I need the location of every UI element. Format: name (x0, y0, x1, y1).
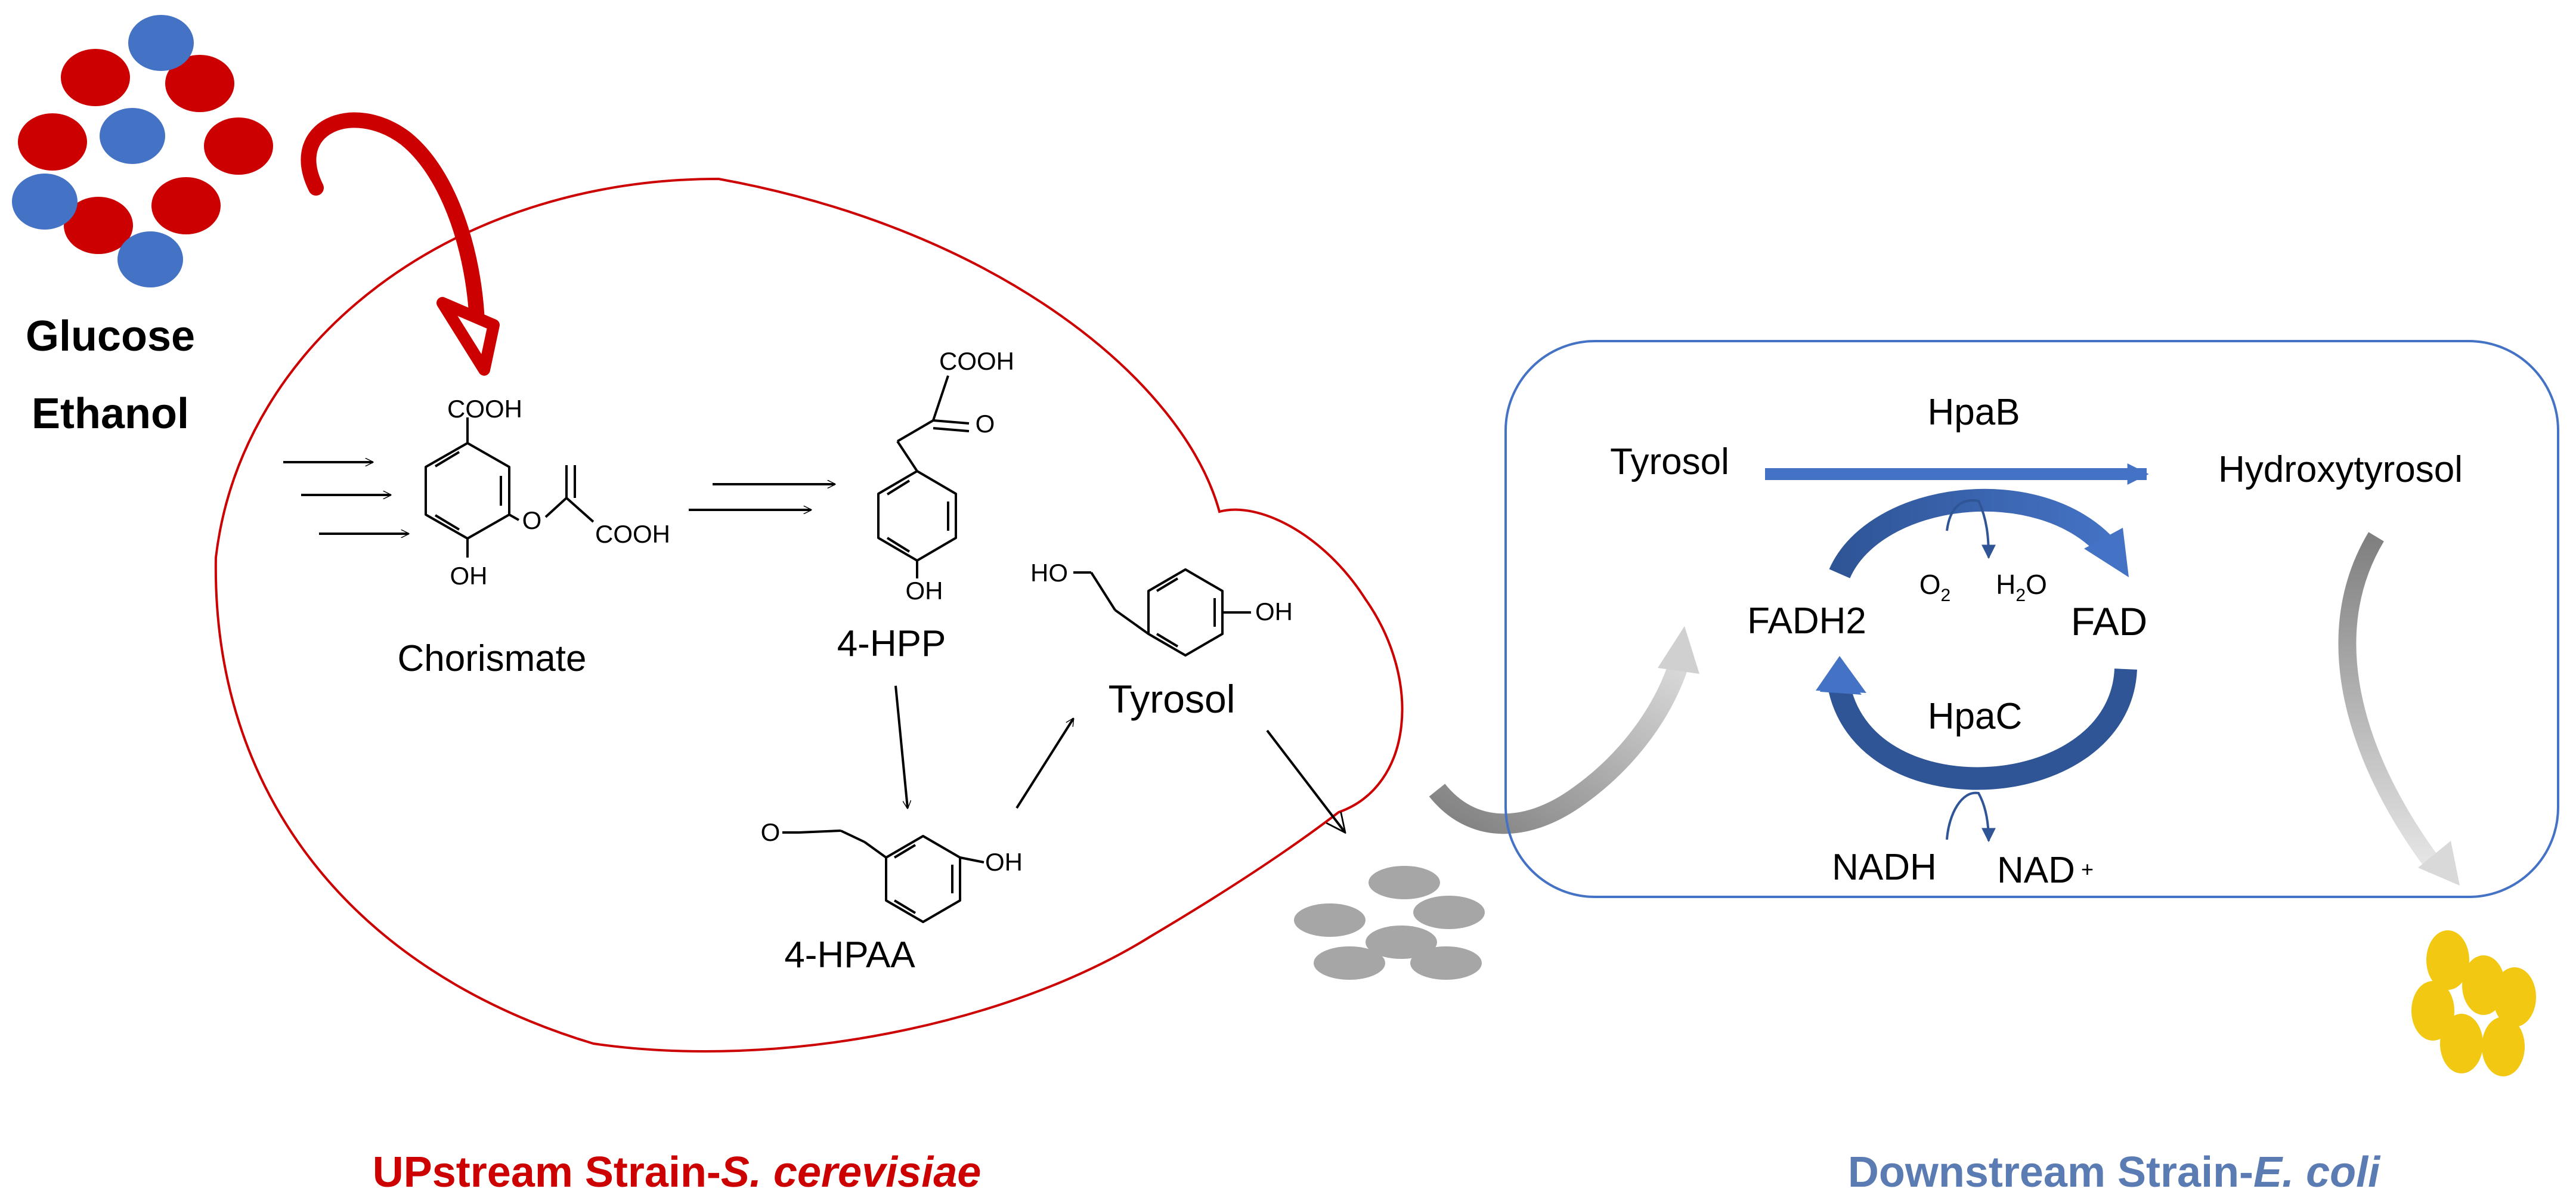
chorismate-oh: OH (450, 562, 488, 590)
hpaa-label: 4-HPAA (784, 934, 915, 976)
blue-molecule (117, 231, 183, 287)
gray-molecule (1413, 896, 1485, 929)
nadh-to-nad-arrow (1946, 791, 1996, 843)
hpaa-aldehyde-bond (798, 830, 841, 834)
blue-molecule (128, 15, 194, 71)
enzyme-hpab-label: HpaB (1927, 392, 2020, 433)
hpp-label: 4-HPP (837, 623, 946, 664)
yellow-molecule (2411, 981, 2454, 1041)
red-molecule (64, 197, 133, 254)
blue-molecule (100, 108, 165, 164)
ecoli-cell-outline (1504, 340, 2559, 898)
feed-label-ethanol: Ethanol (32, 390, 189, 438)
yellow-molecule (2440, 1014, 2483, 1073)
fad-to-fadh2-arc-tip (1816, 656, 1866, 693)
red-molecule (151, 177, 221, 234)
tyrosol-oh: OH (1255, 598, 1293, 626)
feed-cluster (12, 15, 273, 287)
gray-molecule (1410, 946, 1482, 980)
uptake-arrow-head (436, 297, 500, 376)
chorismate-oxygen: O (522, 506, 542, 534)
hpp-oh: OH (906, 577, 943, 605)
hydroxytyrosol-label: Hydroxytyrosol (2218, 449, 2463, 490)
red-molecule (165, 55, 234, 112)
o2-label: O2 (1919, 569, 1950, 605)
feed-label-glucose: Glucose (26, 312, 195, 360)
chorismate-label: Chorismate (398, 638, 587, 679)
nad-label: NAD+ (1997, 850, 2094, 891)
yeast-cell-outline (214, 177, 1404, 1053)
hpp-cooh: COOH (939, 347, 1014, 375)
uptake-arrow-gray (1429, 661, 1689, 834)
o2-to-h2o-arrow (1946, 499, 1996, 559)
fadh2-to-fad-arc-head (2084, 528, 2129, 577)
chorismate-cooh-side: COOH (595, 520, 670, 548)
uptake-arrow (301, 112, 485, 330)
upstream-caption: UPstream Strain-S. cerevisiae (373, 1149, 982, 1196)
hpaa-oh: OH (985, 848, 1023, 876)
nadh-label: NADH (1832, 847, 1937, 888)
red-molecule (18, 113, 87, 171)
gray-molecule (1366, 926, 1437, 959)
fadh2-label: FADH2 (1747, 601, 1866, 642)
h2o-label: H2O (1996, 569, 2047, 605)
yellow-molecule (2426, 930, 2469, 990)
export-arrow (1266, 729, 1345, 832)
uptake-arrow-gray-head (1658, 626, 1699, 674)
export-arrow-gray-head (2418, 841, 2460, 886)
export-arrow-gray (2338, 532, 2443, 874)
red-molecule (61, 49, 130, 106)
tyrosol-structure (1073, 568, 1251, 657)
downstream-caption: Downstream Strain-E. coli (1848, 1149, 2381, 1196)
yellow-molecule (2482, 1017, 2525, 1076)
chorismate-structure (425, 417, 595, 558)
tyrosol-label-downstream: Tyrosol (1610, 441, 1729, 482)
fadh2-to-fad-arc (1829, 488, 2117, 579)
fad-label: FAD (2071, 599, 2147, 643)
enzyme-hpac-label: HpaC (1928, 696, 2023, 737)
gray-molecule (1368, 866, 1440, 899)
yellow-molecule (2493, 967, 2536, 1027)
tyrosol-ho: HO (1030, 559, 1068, 587)
gray-molecule (1314, 946, 1385, 980)
red-molecule (204, 117, 273, 175)
chorismate-cooh-top: COOH (447, 395, 522, 423)
hpaa-structure (840, 830, 984, 923)
hpp-structure (877, 375, 970, 578)
tyrosol-pool (1294, 866, 1485, 980)
step-arrow (1015, 719, 1075, 809)
fad-to-fadh2-arc (1828, 668, 2137, 790)
hydroxytyrosol-pool (2411, 930, 2536, 1076)
hpaa-oxygen: O (761, 818, 781, 846)
tyrosol-label-upstream: Tyrosol (1109, 677, 1236, 721)
step-arrow (894, 685, 908, 808)
gray-molecule (1294, 903, 1366, 937)
hpp-oxygen: O (976, 410, 995, 438)
blue-molecule (12, 174, 78, 230)
